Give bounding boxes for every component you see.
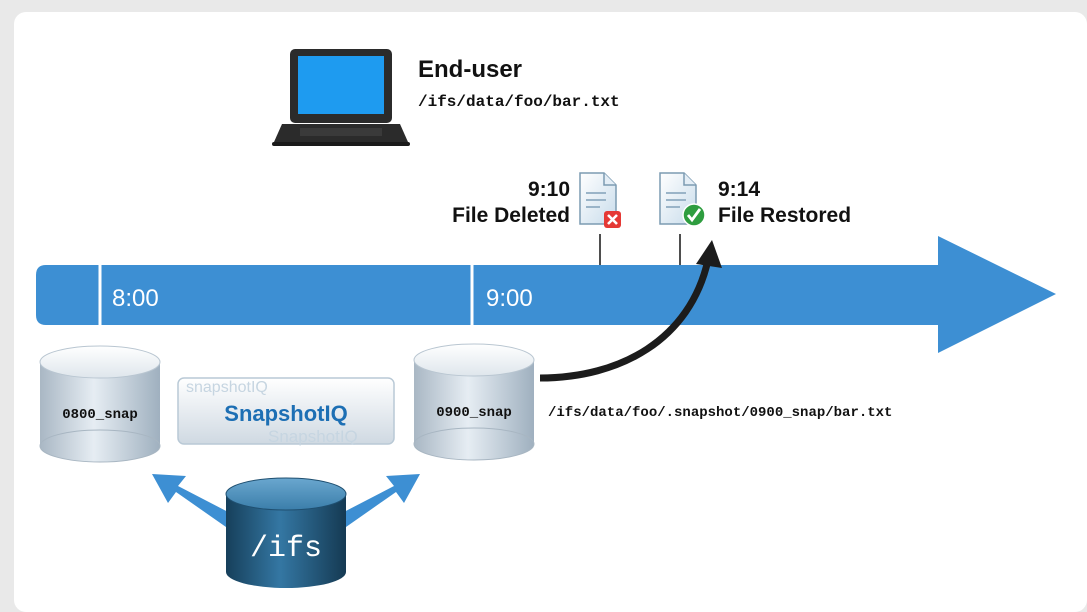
snapshot-up-arrow-left [152, 474, 232, 527]
ifs-label: /ifs [250, 532, 322, 566]
restore-curve-arrow [539, 240, 722, 382]
snapshot-label-0900: 0900_snap [436, 405, 512, 421]
snapshot-cylinder-0800 [39, 345, 161, 463]
snapshot-label-0800: 0800_snap [62, 407, 138, 423]
snapshot-file-path: /ifs/data/foo/.snapshot/0900_snap/bar.tx… [548, 405, 892, 421]
end-user-path: /ifs/data/foo/bar.txt [418, 93, 620, 111]
file-restored-icon [659, 172, 706, 227]
snapshotiq-plaque [177, 377, 395, 445]
deleted-time: 9:10 [528, 178, 570, 201]
snapshotiq-watermark-top: snapshotIQ [186, 379, 268, 396]
restored-label: File Restored [718, 204, 851, 227]
file-deleted-icon [579, 172, 621, 228]
timeline-tick-0800: 8:00 [112, 285, 159, 312]
snapshotiq-label: SnapshotIQ [224, 401, 347, 426]
end-user-title: End-user [418, 56, 522, 83]
timeline-arrow [36, 236, 1056, 353]
snapshot-cylinder-0900 [413, 343, 535, 461]
snapshot-up-arrow-right [340, 474, 420, 527]
snapshotiq-watermark-bottom: SnapshotIQ [268, 427, 358, 446]
restored-time: 9:14 [718, 178, 760, 201]
laptop-icon [272, 49, 410, 146]
ifs-cylinder [225, 477, 347, 588]
deleted-label: File Deleted [452, 204, 570, 227]
timeline-tick-0900: 9:00 [486, 285, 533, 312]
